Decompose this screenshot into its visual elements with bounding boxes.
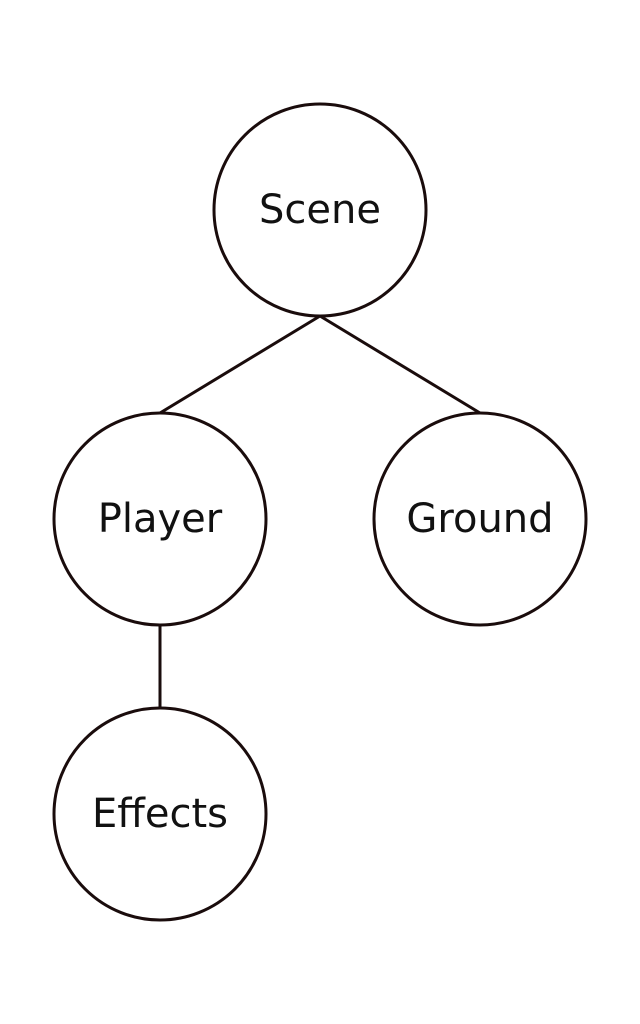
- node-player-circle: [52, 411, 268, 627]
- node-effects: Effects: [52, 706, 268, 922]
- edges: [158, 314, 481, 708]
- node-ground-label: Ground: [406, 496, 553, 542]
- node-player: Player: [52, 411, 268, 627]
- node-ground: Ground: [372, 411, 588, 627]
- node-scene-circle: [212, 102, 428, 318]
- edge-scene-ground: [319, 314, 481, 415]
- node-scene-label: Scene: [259, 187, 381, 233]
- node-scene: Scene: [212, 102, 428, 318]
- node-effects-label: Effects: [92, 791, 228, 837]
- node-ground-circle: [372, 411, 588, 627]
- node-player-label: Player: [98, 496, 223, 542]
- edge-scene-player: [159, 314, 321, 415]
- node-effects-circle: [52, 706, 268, 922]
